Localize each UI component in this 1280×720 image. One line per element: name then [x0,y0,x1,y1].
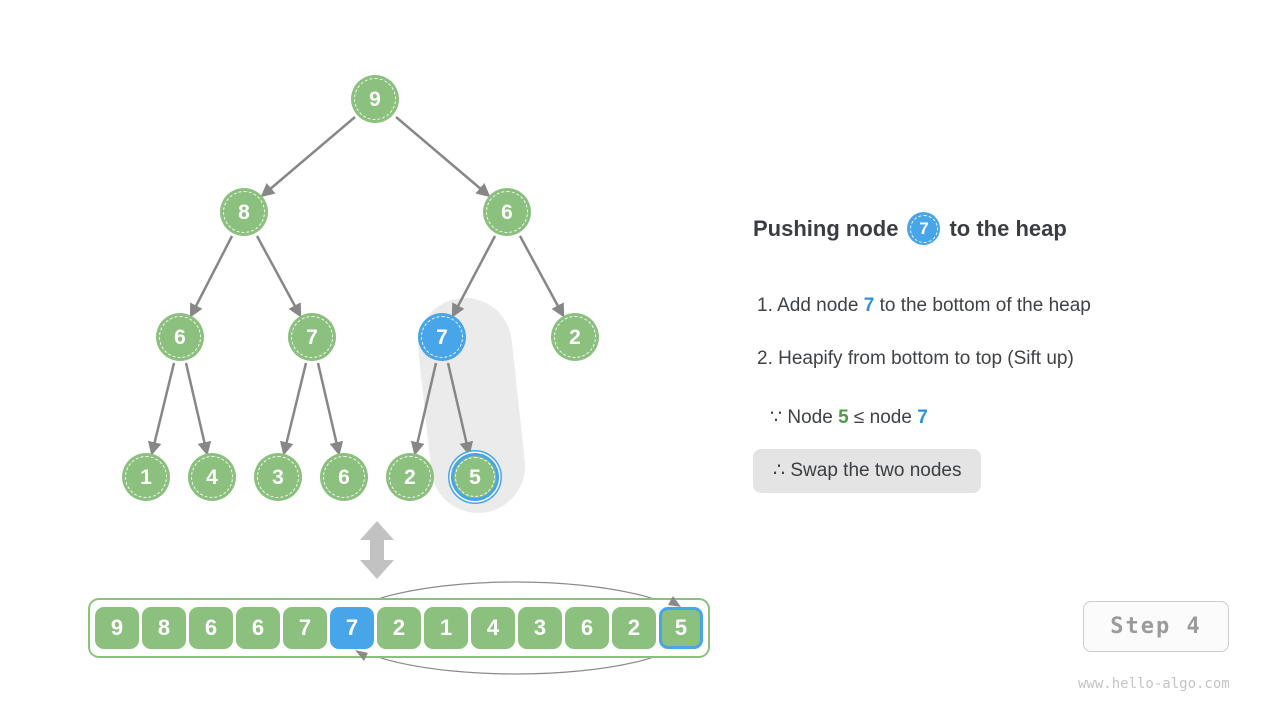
tree-node-value: 7 [306,325,318,349]
panel-title: Pushing node 7 to the heap [753,212,1067,245]
heap-array: 9 8 6 6 7 7 2 1 4 3 6 2 5 [88,598,710,658]
array-cell-value: 7 [298,615,312,640]
tree-array-swap-arrow-icon [360,521,394,579]
array-cell: 2 [377,607,421,649]
array-cell: 7 [283,607,327,649]
tree-node-value: 5 [469,465,481,489]
tree-node: 4 [188,453,236,501]
array-cell: 6 [565,607,609,649]
tree-node: 1 [122,453,170,501]
tree-edge [316,362,344,456]
array-cell: 6 [236,607,280,649]
tree-node-value: 2 [569,325,581,349]
tree-node: 2 [386,453,434,501]
array-cell-value: 6 [251,615,265,640]
because-mid: ≤ node [848,407,918,428]
tree-node-highlighted: 7 [418,313,466,361]
array-cell-value: 2 [392,615,406,640]
array-cell-value: 8 [157,615,171,640]
tree-edge [189,235,234,318]
watermark-text: www.hello-algo.com [1078,676,1230,692]
array-cell-value: 7 [345,615,359,640]
array-cell: 4 [471,607,515,649]
title-node-value: 7 [919,218,929,238]
array-cell-value: 4 [486,615,500,640]
tree-node-value: 8 [238,200,250,224]
step-2-label: 2. Heapify from bottom to top (Sift up) [757,348,1074,369]
because-node-7: 7 [917,407,928,428]
array-cell: 6 [189,607,233,649]
tree-node: 6 [156,313,204,361]
tree-edge [255,235,302,318]
array-cell-value: 6 [580,615,594,640]
array-cell-value: 5 [674,615,688,640]
array-cell-value: 9 [110,615,124,640]
array-cell-value: 2 [627,615,641,640]
tree-edge [446,362,474,456]
step-badge: Step 4 [1083,601,1229,652]
tree-edge [518,235,565,318]
tree-node: 9 [351,75,399,123]
tree-edges [147,116,565,456]
tree-node-value: 6 [338,465,350,489]
swap-highlight-capsule [418,298,525,513]
tree-node-ring-highlighted: 5 [451,453,499,501]
step-1-pre: 1. Add node [757,295,864,316]
tree-edge [395,116,491,198]
tree-node-value: 9 [369,87,381,111]
title-node-badge: 7 [907,212,941,245]
tree-edge [451,235,497,318]
tree-node-value: 6 [174,325,186,349]
title-suffix: to the heap [949,215,1067,241]
array-cell-ring-highlighted: 5 [659,607,703,649]
because-text: ∵ Node 5 ≤ node 7 [770,406,928,429]
tree-node-value: 1 [140,465,152,489]
tree-node: 6 [320,453,368,501]
tree-node-value: 4 [206,465,218,489]
tree-node: 6 [483,188,531,236]
tree-node: 2 [551,313,599,361]
tree-node: 8 [220,188,268,236]
watermark: www.hello-algo.com [1078,676,1230,692]
tree-node: 3 [254,453,302,501]
array-cell-highlighted: 7 [330,607,374,649]
step-2-text: 2. Heapify from bottom to top (Sift up) [757,348,1074,370]
tree-edge [260,116,356,198]
tree-edge [279,362,308,456]
step-1-post: to the bottom of the heap [874,295,1091,316]
tree-edge [184,362,212,456]
array-cell: 3 [518,607,562,649]
because-node-5: 5 [838,407,849,428]
title-prefix: Pushing node [753,215,899,241]
tree-edge [147,362,176,456]
therefore-box: ∴ Swap the two nodes [753,449,982,493]
array-cell: 9 [95,607,139,649]
step-1-text: 1. Add node 7 to the bottom of the heap [757,295,1091,317]
array-cell: 8 [142,607,186,649]
step-1-node: 7 [863,295,875,316]
tree-node-value: 7 [436,325,448,349]
tree-node-value: 2 [404,465,416,489]
tree-node: 7 [288,313,336,361]
array-cell-value: 1 [439,615,453,640]
array-cell-value: 3 [533,615,547,640]
tree-node-value: 3 [272,465,284,489]
step-badge-label: Step 4 [1110,614,1202,639]
array-cell: 2 [612,607,656,649]
tree-edge [410,362,438,456]
therefore-text: ∴ Swap the two nodes [773,460,962,481]
tree-node-value: 6 [501,200,513,224]
because-pre: ∵ Node [770,407,839,428]
array-cell: 1 [424,607,468,649]
array-cell-value: 6 [204,615,218,640]
